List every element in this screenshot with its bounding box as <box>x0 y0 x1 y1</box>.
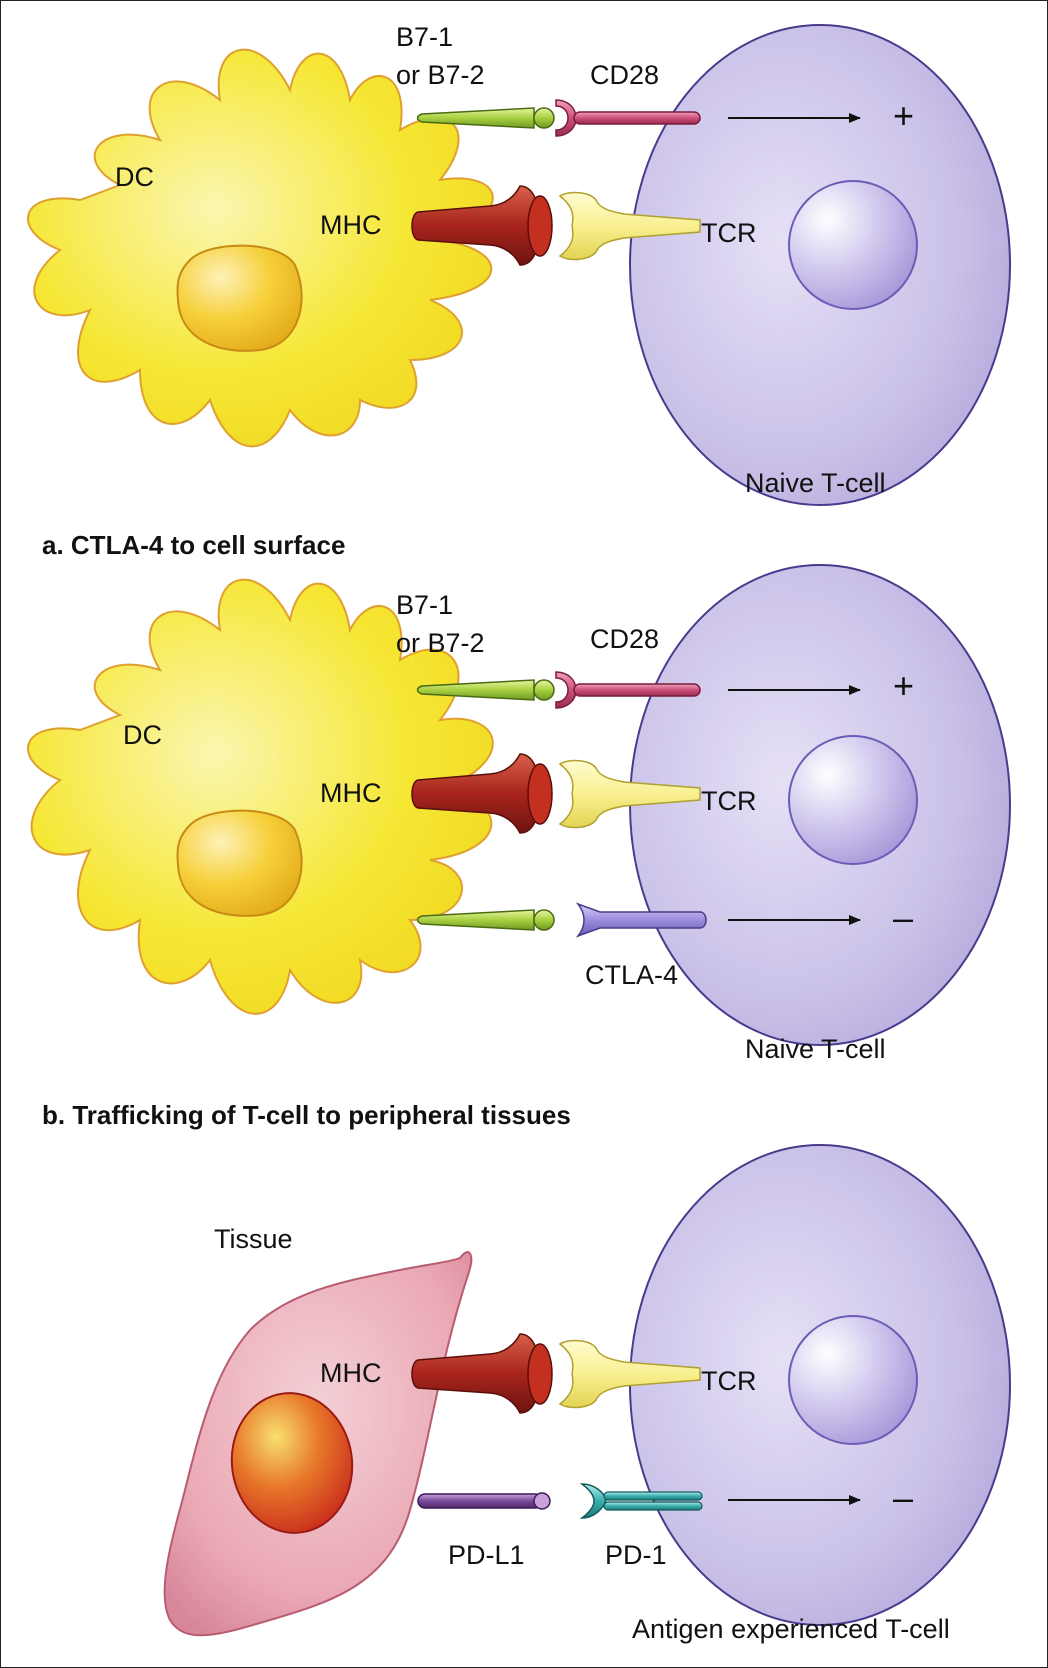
b7-label-line1: B7-1 <box>396 590 453 620</box>
b7-ligand-ctla4 <box>416 909 555 931</box>
naive-t-cell <box>629 564 1011 1046</box>
tissue-cell <box>163 1251 473 1637</box>
cd28-plus-sign: + <box>893 95 914 136</box>
ctla4-receptor <box>575 902 707 938</box>
cd28-receptor <box>555 99 701 137</box>
naive-t-cell <box>629 24 1011 506</box>
t-cell-nucleus <box>788 735 918 865</box>
pd-1-label: PD-1 <box>605 1540 667 1570</box>
tissue-label: Tissue <box>214 1224 293 1254</box>
dc-nucleus <box>176 809 303 917</box>
t-cell-nucleus <box>788 1315 918 1445</box>
t-cell-nucleus <box>788 180 918 310</box>
naive-t-cell-label: Naive T-cell <box>745 1034 886 1064</box>
ctla4-minus-sign: – <box>893 897 913 938</box>
b7-ligand <box>416 679 555 701</box>
panel-c: Tissue MHC TCR – PD-L1 PD-1 Antigen expe… <box>163 1144 1011 1644</box>
dendritic-cell <box>27 48 494 448</box>
mhc-label: MHC <box>320 210 382 240</box>
mhc-molecule <box>411 753 553 834</box>
tcr-label: TCR <box>701 218 757 248</box>
b7-label-line1: B7-1 <box>396 22 453 52</box>
dc-label: DC <box>123 720 162 750</box>
tissue-nucleus <box>230 1392 354 1534</box>
tcr-label: TCR <box>701 1366 757 1396</box>
panel-a: B7-1 or B7-2 CD28 + DC MHC TCR Naive T-c… <box>27 22 1011 560</box>
mhc-label: MHC <box>320 778 382 808</box>
tcr-receptor <box>558 759 701 829</box>
dc-label: DC <box>115 162 154 192</box>
panel-b-heading: b. Trafficking of T-cell to peripheral t… <box>42 1100 571 1130</box>
dendritic-cell <box>27 578 494 1015</box>
mhc-molecule <box>411 185 553 266</box>
b7-label-line2: or B7-2 <box>396 60 485 90</box>
tcr-receptor <box>558 1339 701 1409</box>
panel-b: B7-1 or B7-2 CD28 + DC MHC TCR – CTLA-4 … <box>27 564 1011 1130</box>
mhc-molecule <box>411 1333 553 1414</box>
ctla4-label: CTLA-4 <box>585 960 678 990</box>
tcr-receptor <box>558 191 701 261</box>
cd28-plus-sign: + <box>893 665 914 706</box>
cd28-label: CD28 <box>590 60 659 90</box>
cd28-label: CD28 <box>590 624 659 654</box>
pd-1-receptor <box>579 1483 703 1519</box>
pd-l1-label: PD-L1 <box>448 1540 525 1570</box>
b7-ligand <box>416 107 555 129</box>
antigen-experienced-t-cell-label: Antigen experienced T-cell <box>632 1614 950 1644</box>
mhc-label: MHC <box>320 1358 382 1388</box>
antigen-experienced-t-cell <box>629 1144 1011 1626</box>
pd-l1-ligand <box>417 1492 551 1510</box>
tcr-label: TCR <box>701 786 757 816</box>
panel-a-heading: a. CTLA-4 to cell surface <box>42 530 345 560</box>
b7-label-line2: or B7-2 <box>396 628 485 658</box>
cd28-receptor <box>555 671 701 709</box>
pd-1-minus-sign: – <box>893 1477 913 1518</box>
dc-nucleus <box>176 244 303 352</box>
naive-t-cell-label: Naive T-cell <box>745 468 886 498</box>
